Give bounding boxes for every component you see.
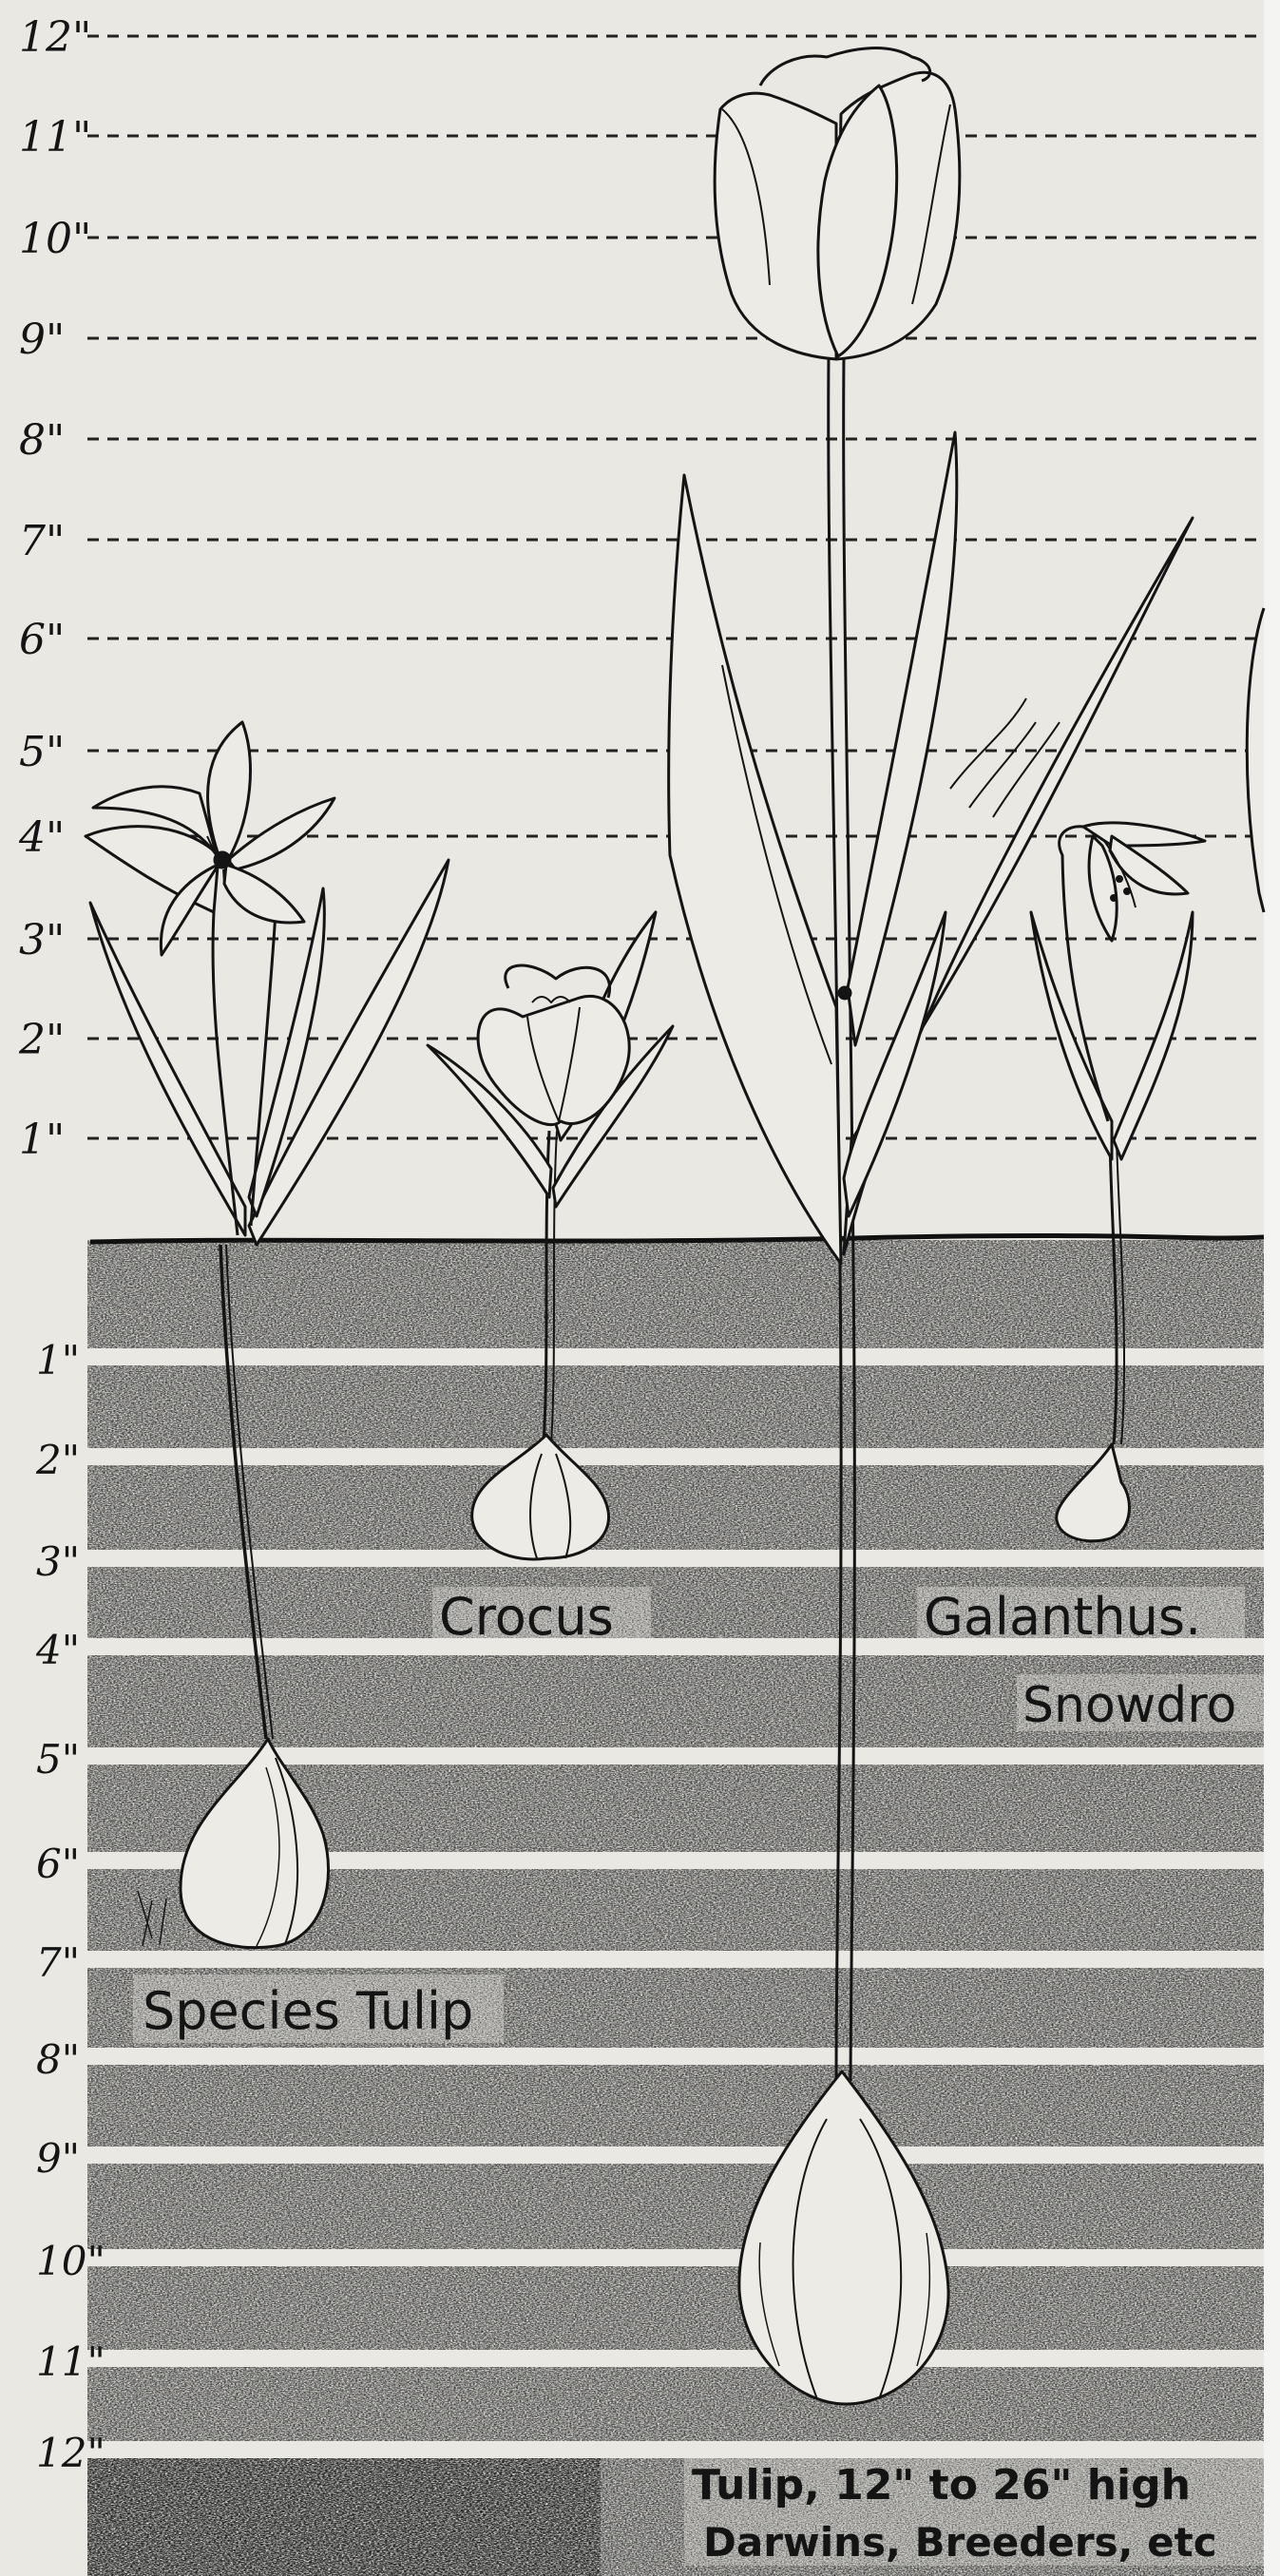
height-scale-label: 8" bbox=[19, 416, 65, 465]
label-tulip-height: Tulip, 12" to 26" high bbox=[692, 2461, 1191, 2509]
label-crocus: Crocus bbox=[439, 1587, 614, 1647]
label-tulip-types: Darwins, Breeders, etc bbox=[703, 2519, 1217, 2566]
depth-scale-label: 9" bbox=[36, 2135, 80, 2182]
depth-scale-label: 11" bbox=[36, 2338, 105, 2385]
height-scale-label: 7" bbox=[19, 517, 65, 565]
page-edge bbox=[1264, 0, 1280, 2576]
depth-band bbox=[87, 2147, 1264, 2164]
height-scale-label: 6" bbox=[19, 616, 65, 664]
depth-band bbox=[87, 1550, 1264, 1567]
depth-scale-label: 8" bbox=[36, 2036, 80, 2083]
depth-band bbox=[87, 2048, 1264, 2065]
depth-band bbox=[87, 1448, 1264, 1465]
depth-scale-label: 2" bbox=[35, 1437, 80, 1483]
depth-scale-label: 7" bbox=[36, 1939, 80, 1986]
height-scale-label: 9" bbox=[19, 315, 65, 364]
height-scale-label: 12" bbox=[19, 13, 91, 62]
depth-scale-label: 10" bbox=[36, 2238, 105, 2284]
depth-scale-label: 4" bbox=[35, 1627, 80, 1673]
depth-scale-label: 12" bbox=[36, 2430, 105, 2476]
height-scale-label: 5" bbox=[19, 728, 65, 776]
height-scale-label: 3" bbox=[19, 916, 65, 964]
height-scale-label: 11" bbox=[19, 113, 91, 162]
depth-scale-label: 3" bbox=[36, 1538, 80, 1585]
height-scale-label: 4" bbox=[18, 813, 65, 862]
depth-scale-label: 6" bbox=[36, 1841, 80, 1887]
depth-scale-label: 5" bbox=[36, 1736, 80, 1783]
depth-band bbox=[87, 2249, 1264, 2266]
label-snowdrop: Snowdro bbox=[1022, 1677, 1236, 1734]
height-scale-label: 1" bbox=[19, 1116, 65, 1164]
label-species-tulip: Species Tulip bbox=[143, 1981, 473, 2041]
depth-band bbox=[87, 1951, 1264, 1968]
height-scale-label: 2" bbox=[18, 1016, 65, 1064]
height-scale-label: 10" bbox=[19, 215, 91, 263]
depth-band bbox=[87, 2350, 1264, 2367]
depth-band bbox=[87, 1348, 1264, 1365]
label-galanthus: Galanthus. bbox=[924, 1587, 1201, 1647]
depth-scale-label: 1" bbox=[36, 1337, 80, 1383]
